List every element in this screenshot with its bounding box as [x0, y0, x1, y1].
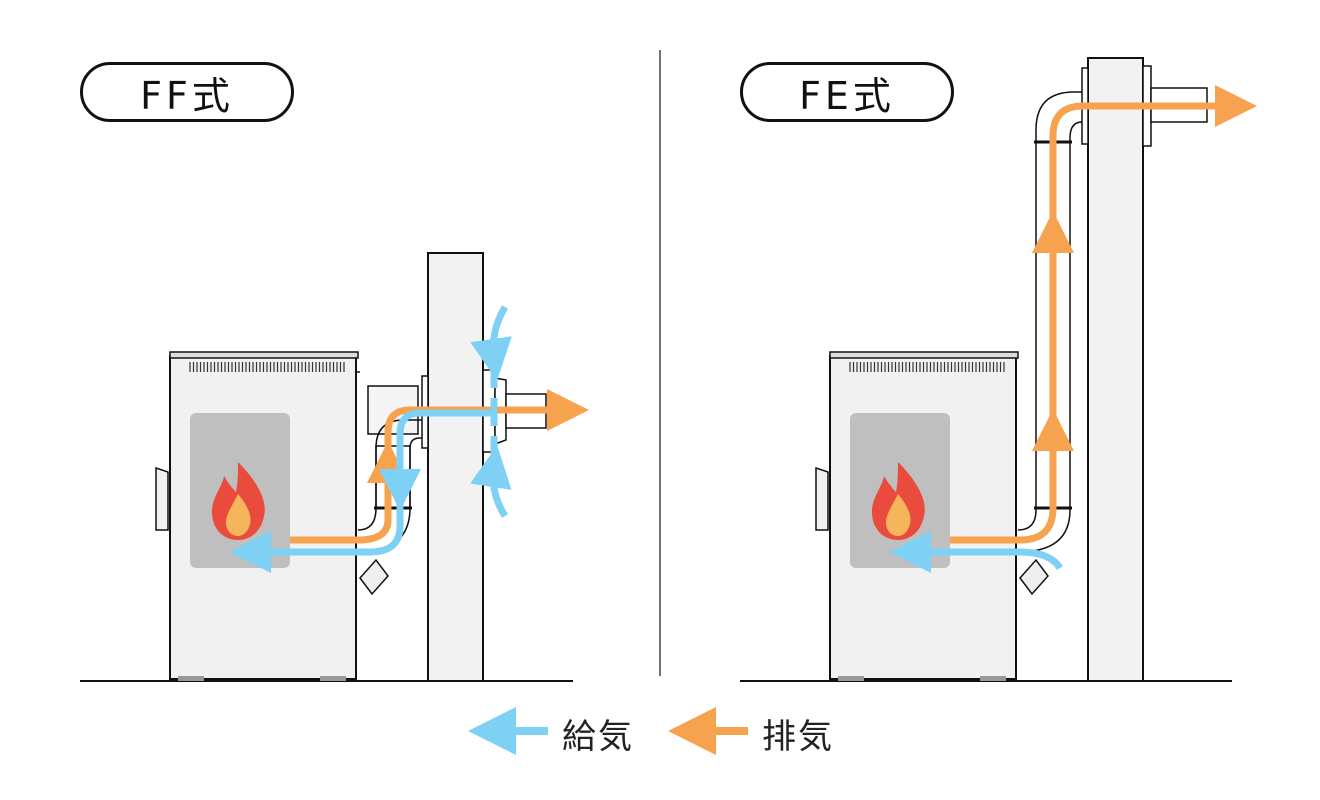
fe-stove-handle	[815, 466, 829, 531]
fe-wall	[1087, 57, 1144, 682]
ff-exhaust-flow	[290, 389, 589, 544]
ff-stove-handle	[155, 466, 169, 531]
fe-supply-flow	[889, 531, 1063, 573]
ff-stove	[155, 351, 389, 681]
fe-flame-icon	[871, 462, 925, 540]
fe-exhaust-flow	[950, 85, 1257, 544]
fe-panel	[740, 57, 1257, 682]
ff-title: FF式	[140, 73, 234, 118]
ff-stove-hopper	[359, 558, 389, 596]
fe-title: FE式	[799, 73, 895, 118]
legend-exhaust-label: 排気	[762, 716, 834, 757]
ff-wall	[427, 252, 484, 682]
fe-stove-hopper	[1019, 558, 1049, 596]
ff-panel	[80, 252, 589, 682]
ff-stove-vent	[189, 362, 345, 372]
ff-supply-flow	[229, 305, 512, 573]
fe-stove	[815, 351, 1049, 681]
legend-exhaust: 排気	[748, 708, 834, 758]
fe-stove-vent	[849, 362, 1005, 372]
ff-title-badge: FF式	[80, 62, 294, 122]
legend-supply-label: 給気	[562, 716, 634, 757]
legend-supply: 給気	[548, 708, 634, 758]
ff-flame-icon	[211, 462, 265, 540]
fe-title-badge: FE式	[740, 62, 954, 122]
